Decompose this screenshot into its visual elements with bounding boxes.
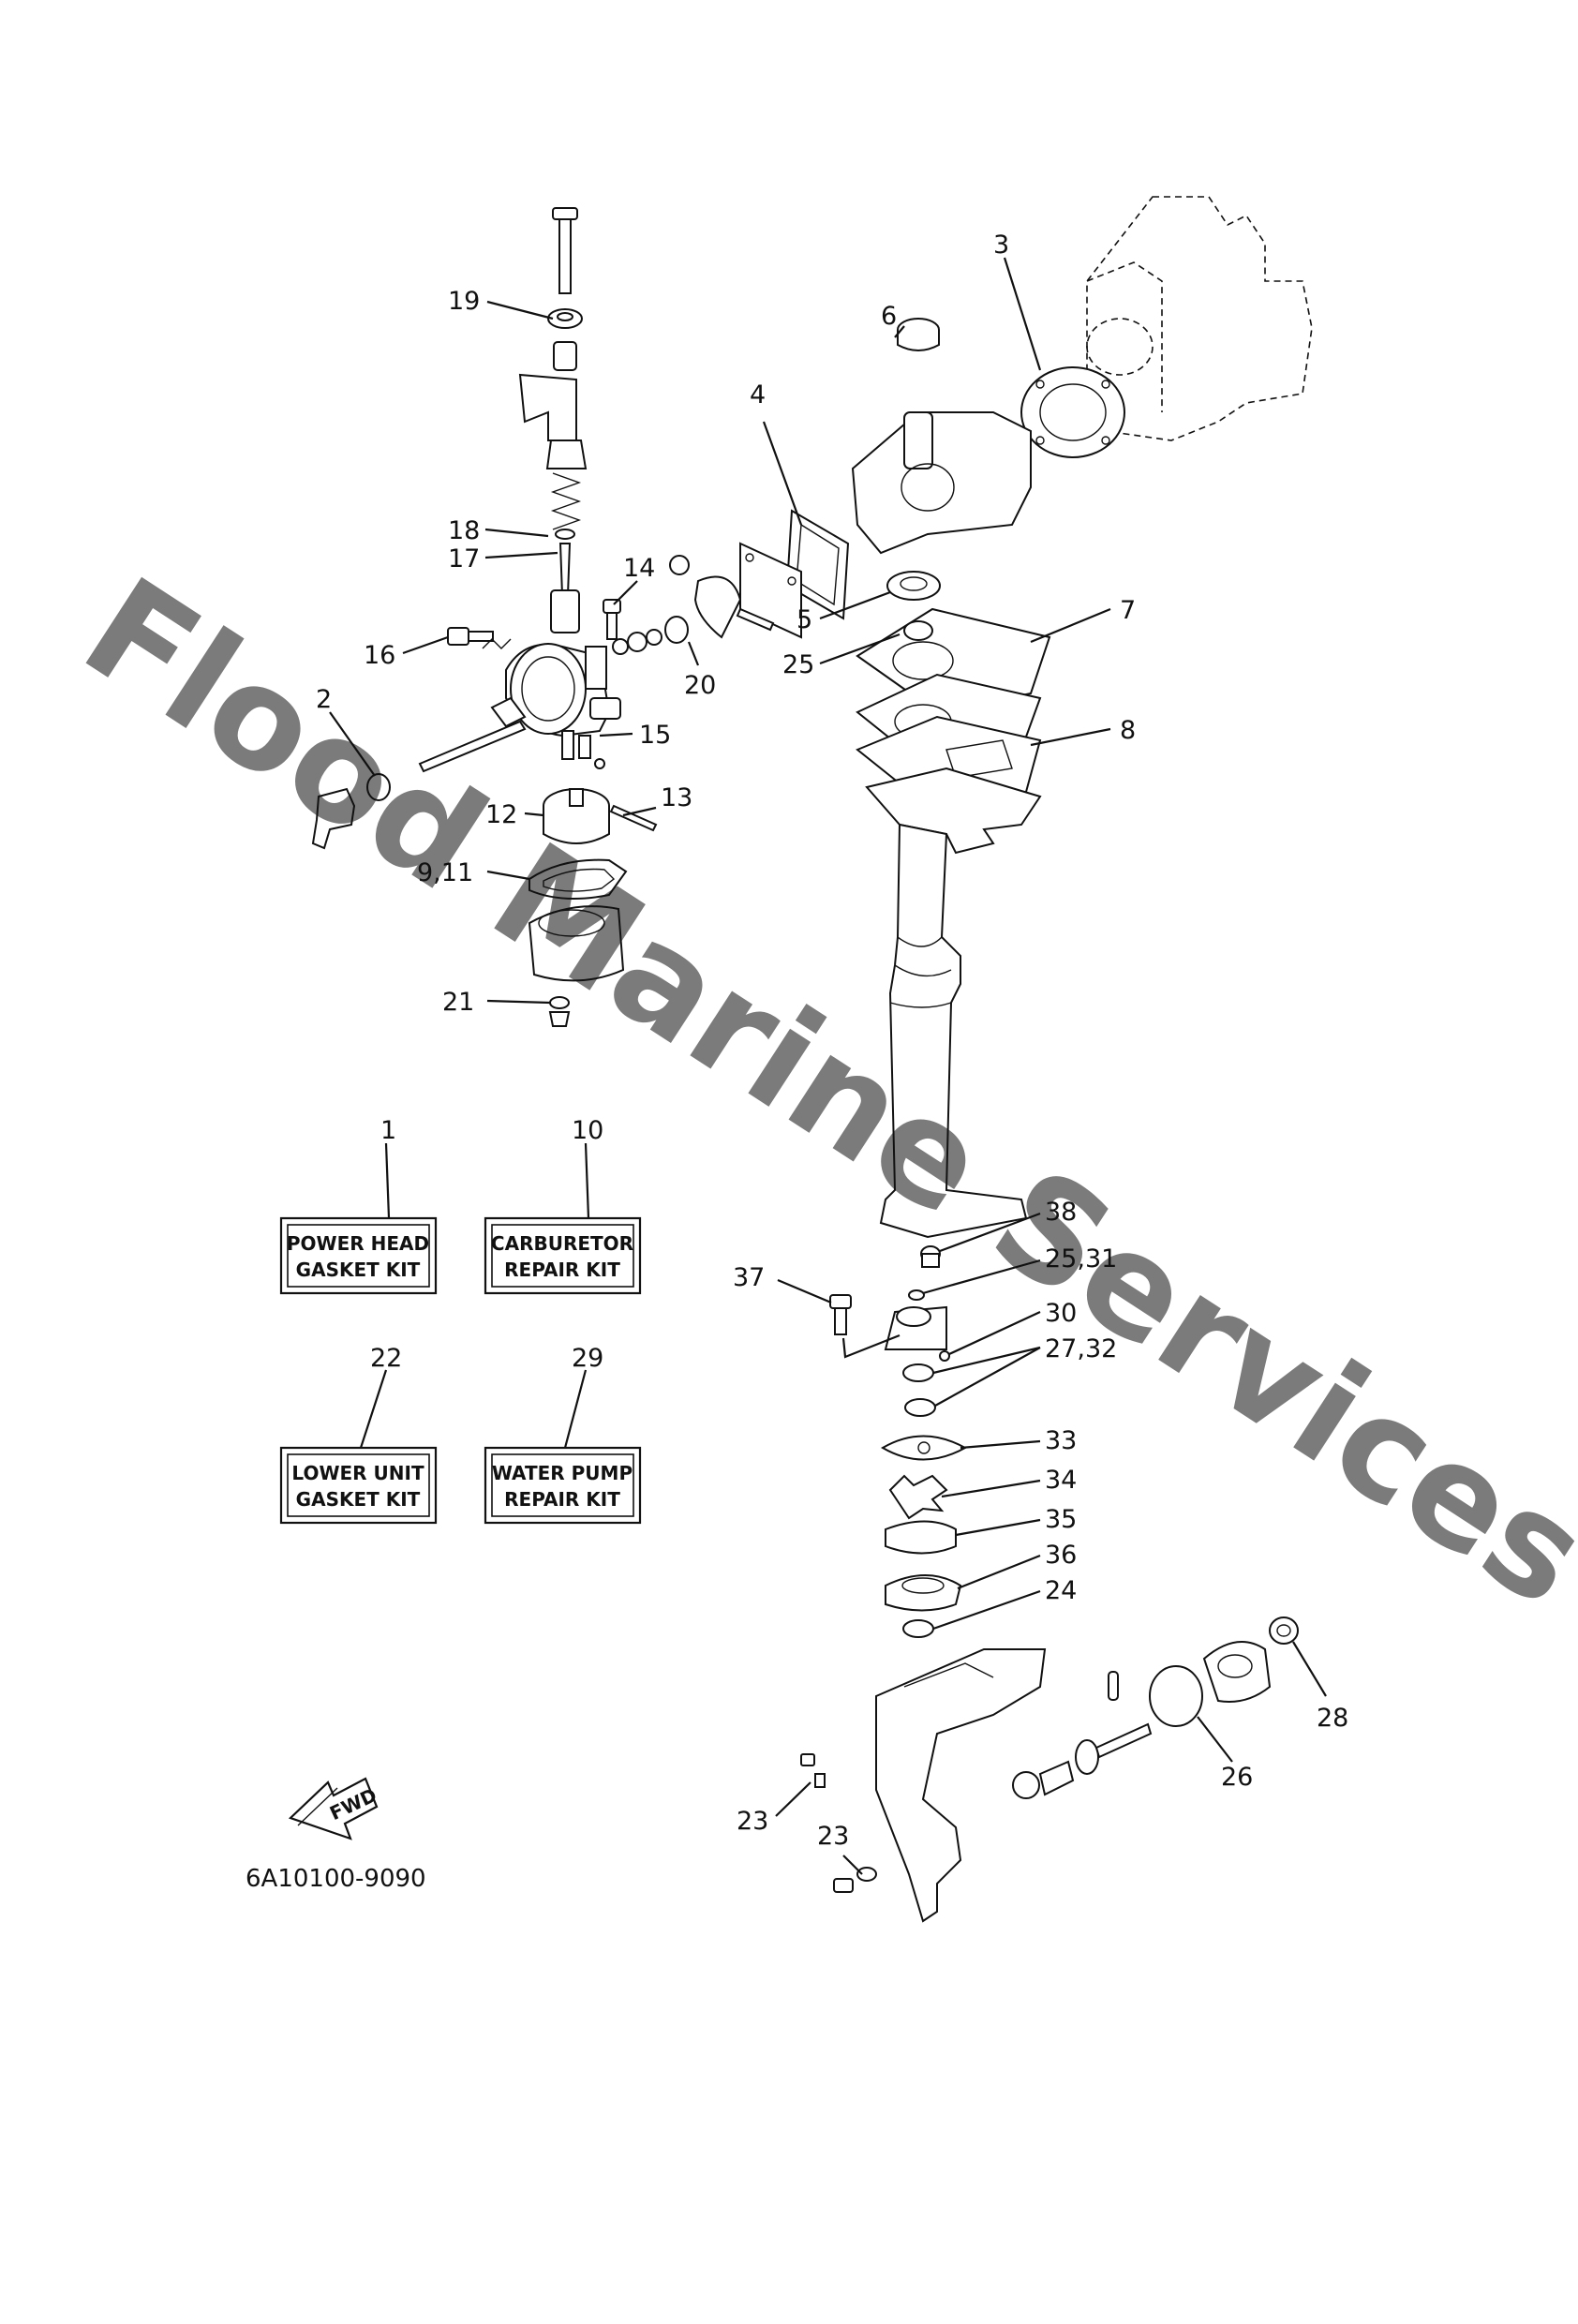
water-pump-parts (829, 1245, 968, 1638)
callout-17: 17 (448, 544, 480, 574)
kit-box-carburetor: CARBURETOR REPAIR KIT (484, 1216, 642, 1295)
callout-36: 36 (1045, 1541, 1077, 1570)
callout-25: 25 (782, 650, 814, 679)
callout-28: 28 (1317, 1704, 1348, 1733)
callout-9-11: 9,11 (417, 858, 473, 887)
callout-22: 22 (370, 1344, 402, 1373)
kit-box-lower-unit: LOWER UNIT GASKET KIT (279, 1446, 438, 1525)
callout-26: 26 (1221, 1763, 1253, 1792)
fwd-arrow-icon: FWD (288, 1777, 380, 1840)
diagram-code: 6A10100-9090 (246, 1865, 426, 1893)
callout-6: 6 (881, 302, 897, 331)
callout-labels: 19 18 17 14 16 2 15 20 12 13 9,11 21 4 6… (316, 231, 1348, 1851)
callout-3: 3 (993, 231, 1009, 260)
kit-label-line2: GASKET KIT (296, 1488, 421, 1511)
callout-20: 20 (684, 671, 716, 700)
callout-2: 2 (316, 685, 332, 714)
kit-box-water-pump: WATER PUMP REPAIR KIT (484, 1446, 642, 1525)
kit-label-line1: CARBURETOR (491, 1232, 633, 1255)
kit-label-line1: WATER PUMP (492, 1462, 633, 1484)
callout-35: 35 (1045, 1505, 1077, 1534)
callout-4: 4 (750, 380, 766, 410)
callout-12: 12 (485, 800, 517, 829)
callout-10: 10 (572, 1116, 603, 1145)
callout-1: 1 (380, 1116, 396, 1145)
callout-30: 30 (1045, 1299, 1077, 1328)
callout-21: 21 (442, 988, 474, 1017)
kit-box-power-head: POWER HEAD GASKET KIT (279, 1216, 438, 1295)
callout-15: 15 (639, 721, 671, 750)
callout-27-32: 27,32 (1045, 1334, 1117, 1363)
callout-29: 29 (572, 1344, 603, 1373)
kit-label-line2: REPAIR KIT (504, 1259, 620, 1281)
leader-lines (329, 257, 1327, 1875)
kit-label-line2: GASKET KIT (296, 1259, 421, 1281)
kit-label-line2: REPAIR KIT (504, 1488, 620, 1511)
callout-5: 5 (796, 605, 812, 634)
callout-38: 38 (1045, 1198, 1077, 1227)
callout-37: 37 (733, 1263, 765, 1292)
callout-23-lower: 23 (817, 1822, 849, 1851)
callout-23-upper: 23 (737, 1807, 768, 1836)
callout-34: 34 (1045, 1466, 1077, 1495)
kit-label-line1: POWER HEAD (287, 1232, 429, 1255)
callout-33: 33 (1045, 1426, 1077, 1455)
callout-18: 18 (448, 516, 480, 545)
callout-7: 7 (1120, 596, 1136, 625)
callout-16: 16 (364, 641, 395, 670)
powerhead-parts (736, 196, 1313, 808)
kit-label-line1: LOWER UNIT (291, 1462, 424, 1484)
callout-13: 13 (661, 783, 692, 812)
callout-8: 8 (1120, 716, 1136, 745)
callout-14: 14 (623, 554, 655, 583)
callout-19: 19 (448, 287, 480, 316)
carburetor-assembly (311, 207, 742, 1027)
lower-unit (800, 1616, 1299, 1923)
callout-24: 24 (1045, 1576, 1077, 1605)
callout-25-31: 25,31 (1045, 1244, 1117, 1274)
